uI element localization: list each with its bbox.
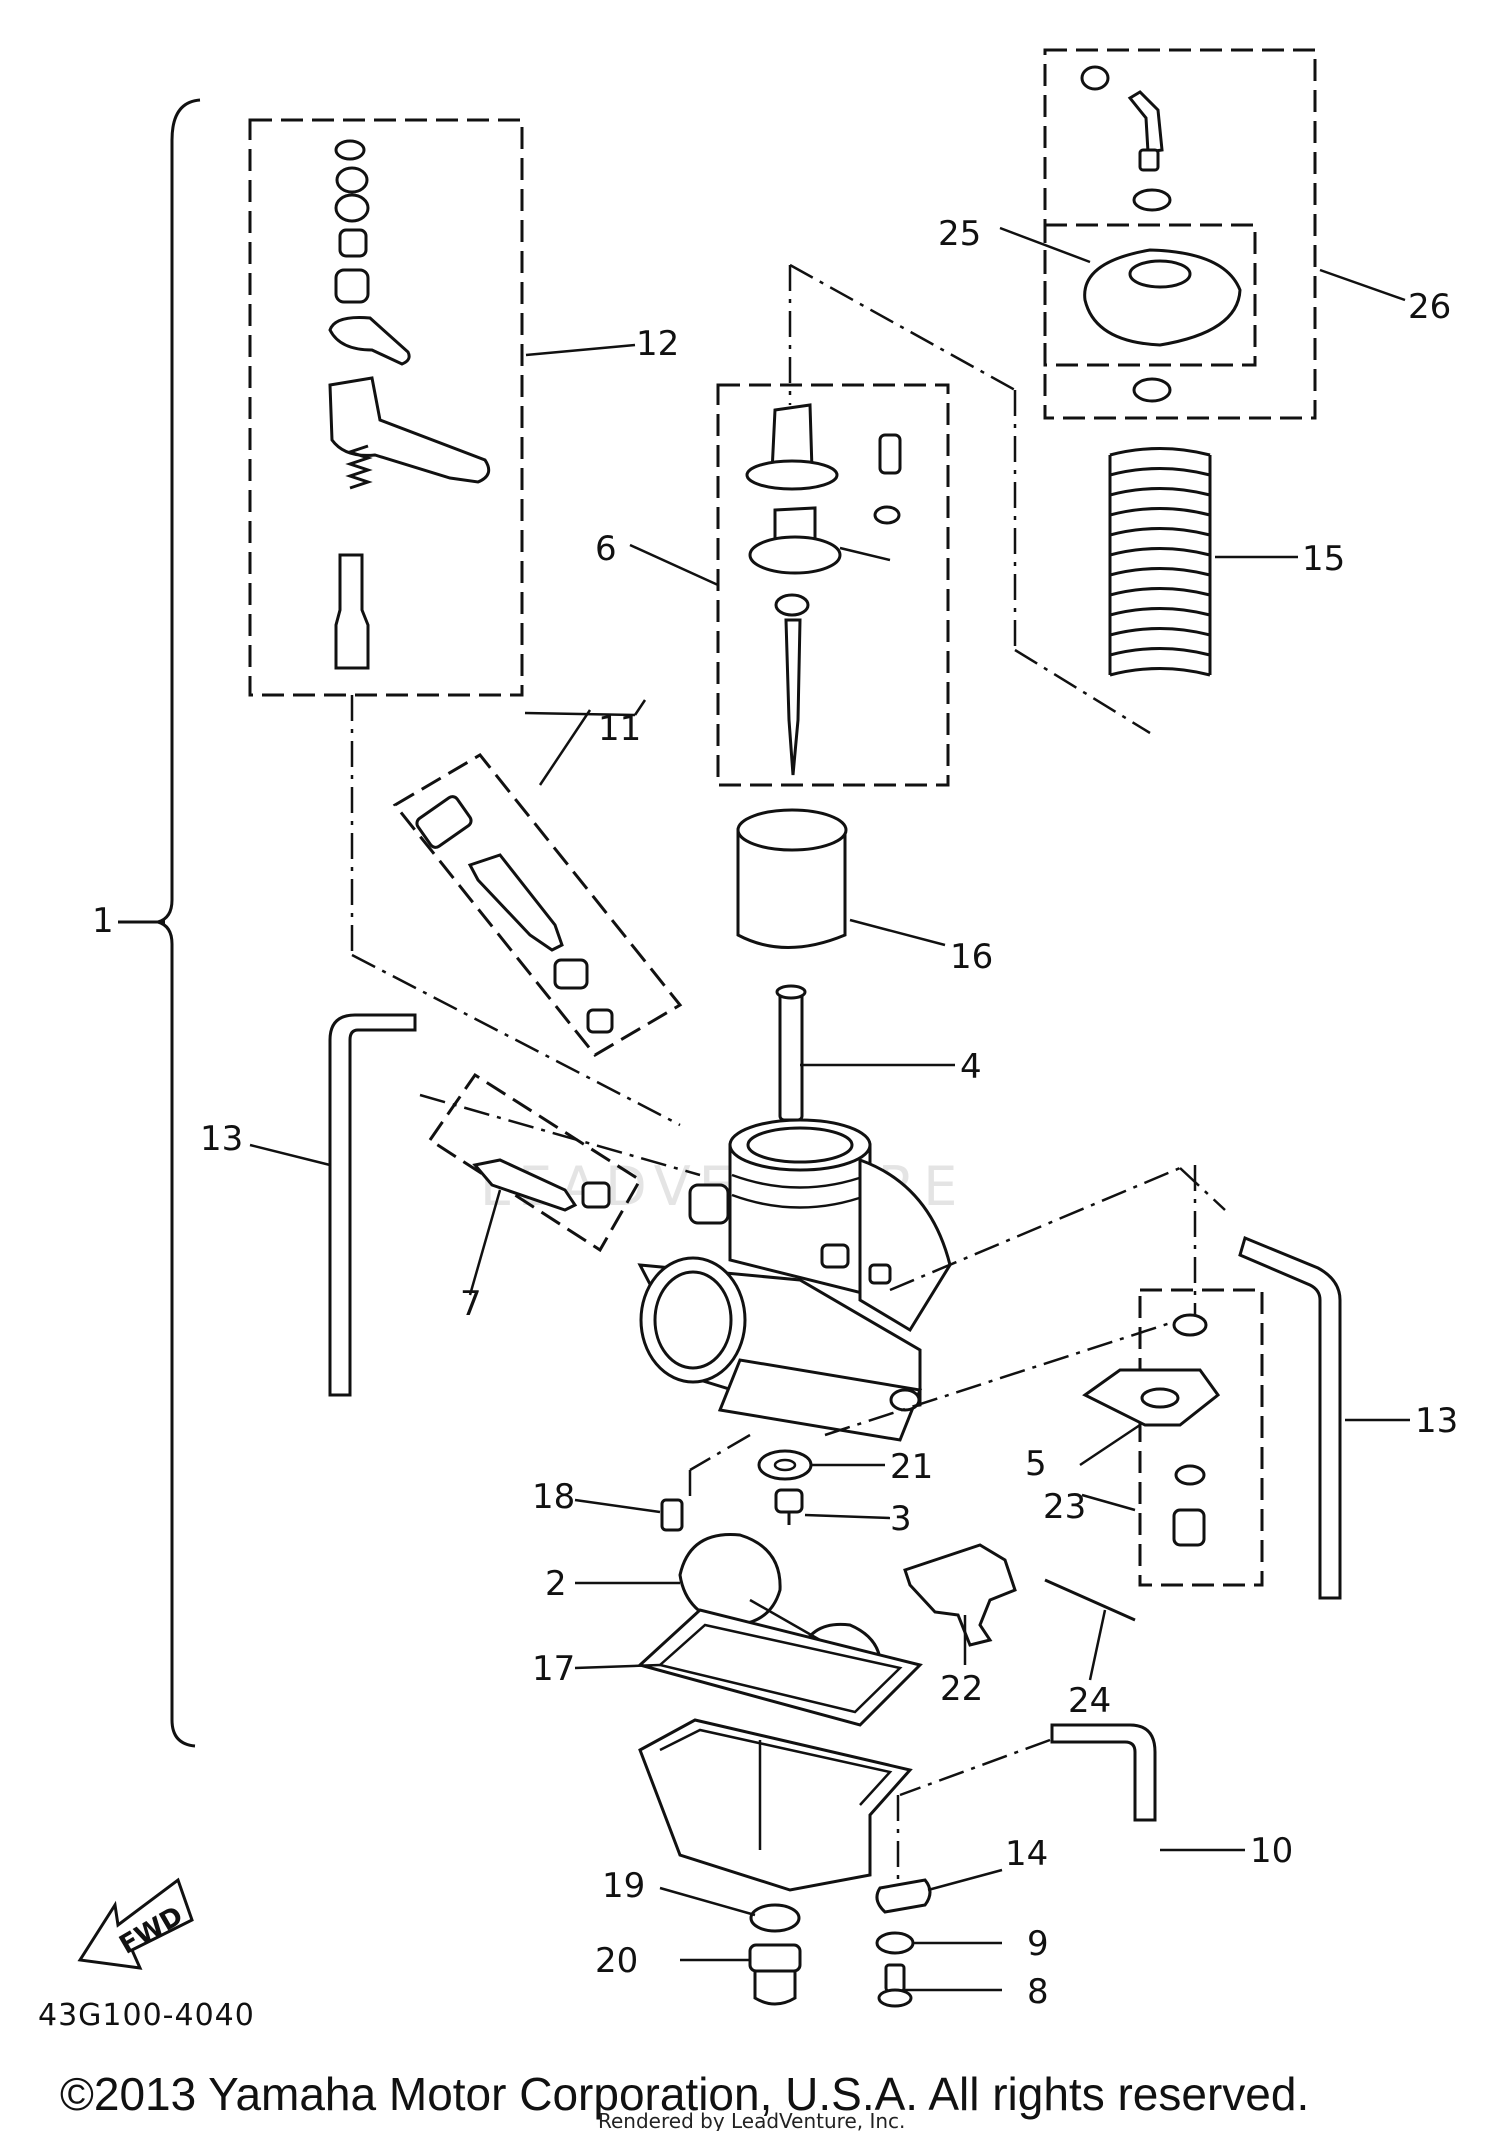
callout-21: 21	[890, 1447, 933, 1487]
washer-21	[757, 1449, 813, 1481]
rendered-by-note: Rendered by LeadVenture, Inc.	[598, 2109, 905, 2131]
hose-13-right	[1238, 1235, 1342, 1600]
callout-16: 16	[950, 937, 993, 977]
part-group-23	[1082, 1288, 1264, 1587]
carburetor-body	[637, 1118, 1226, 1500]
callout-14: 14	[1005, 1834, 1048, 1874]
fwd-arrow: FWD	[77, 1877, 194, 1970]
callout-9: 9	[1027, 1924, 1049, 1964]
callout-4: 4	[960, 1047, 982, 1087]
hose-10	[896, 1723, 1157, 1885]
part-group-26	[1043, 48, 1317, 420]
screw-3	[774, 1488, 804, 1525]
callout-15: 15	[1302, 539, 1345, 579]
slide-16	[736, 808, 848, 949]
float-pin-24	[1044, 1578, 1136, 1622]
callout-11: 11	[598, 709, 641, 749]
callout-22: 22	[940, 1669, 983, 1709]
leader-lines	[249, 226, 1410, 1992]
needle-jet-4	[775, 984, 807, 1122]
washer-9	[875, 1931, 915, 1955]
callout-18: 18	[532, 1477, 575, 1517]
callout-26: 26	[1408, 287, 1451, 327]
callout-7: 7	[460, 1284, 482, 1324]
callout-24: 24	[1068, 1681, 1111, 1721]
callout-23: 23	[1043, 1487, 1086, 1527]
part-group-6	[716, 263, 1151, 787]
callout-6: 6	[595, 529, 617, 569]
copyright-notice: ©2013 Yamaha Motor Corporation, U.S.A. A…	[60, 2068, 1309, 2120]
screw-18	[660, 1498, 684, 1532]
gasket-17	[636, 1608, 923, 1727]
callout-19: 19	[602, 1866, 645, 1906]
callout-25: 25	[938, 214, 981, 254]
callout-2: 2	[545, 1564, 567, 1604]
float-bowl	[638, 1718, 913, 1892]
float-arm-22	[903, 1543, 1017, 1647]
callout-17: 17	[532, 1649, 575, 1689]
callout-labels: 1 2 3 4 5 6 7 8 9 10 11 12 13 13 14 15 1…	[92, 214, 1458, 2012]
hose-13-left	[328, 1013, 417, 1397]
o-ring-19	[749, 1903, 801, 1933]
callout-10: 10	[1250, 1831, 1293, 1871]
diagram-code: 43G100-4040	[38, 1998, 255, 2033]
hose-guide-14	[875, 1878, 932, 1914]
assembly-bracket	[118, 98, 201, 1748]
spring-15	[1108, 447, 1212, 677]
callout-5: 5	[1025, 1444, 1047, 1484]
callout-13-right: 13	[1415, 1401, 1458, 1441]
callout-3: 3	[890, 1499, 912, 1539]
callout-20: 20	[595, 1941, 638, 1981]
callout-8: 8	[1027, 1972, 1049, 2012]
callout-12: 12	[636, 324, 679, 364]
part-group-7	[419, 1072, 701, 1253]
pilot-screw-parts	[328, 139, 491, 670]
screw-8	[877, 1963, 913, 2008]
callout-1: 1	[92, 901, 114, 941]
part-group-11	[392, 753, 683, 1057]
part-group-12	[248, 118, 681, 1127]
callout-13-left: 13	[200, 1119, 243, 1159]
drain-plug-20	[748, 1943, 802, 2006]
